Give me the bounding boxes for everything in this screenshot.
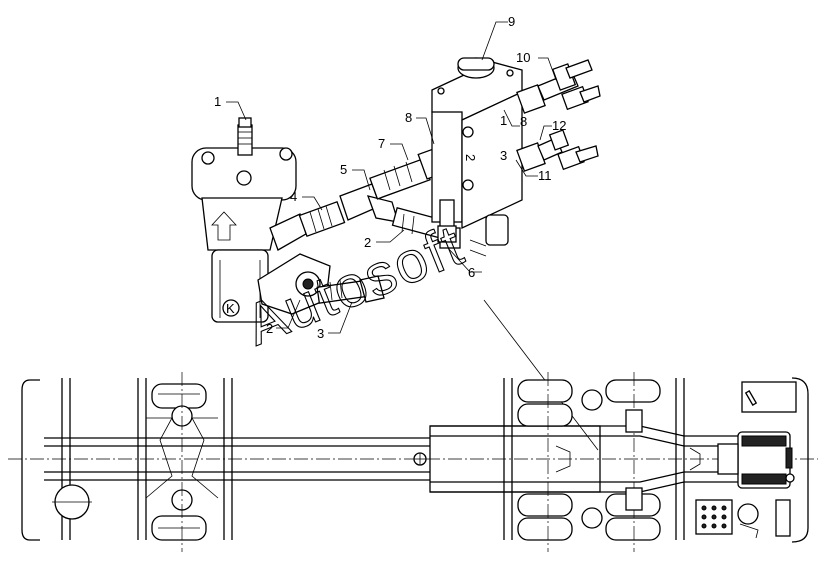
callout-10: 10 bbox=[516, 50, 530, 65]
callout-6: 6 bbox=[468, 265, 475, 280]
outlet-fittings bbox=[516, 59, 601, 172]
callout-5: 5 bbox=[340, 162, 347, 177]
port-mark-1: 1 bbox=[500, 113, 507, 128]
valve-assembly: K bbox=[191, 14, 601, 359]
solenoid-valve: 2 1 3 bbox=[431, 57, 523, 257]
callout-11: 11 bbox=[538, 168, 552, 183]
protection-valve: K bbox=[191, 117, 297, 323]
port-mark-3: 3 bbox=[500, 148, 507, 163]
port-mark-k: K bbox=[226, 301, 235, 316]
callout-2a: 2 bbox=[266, 321, 273, 336]
rear-wheels bbox=[517, 372, 661, 552]
callout-9: 9 bbox=[508, 14, 515, 29]
callout-7: 7 bbox=[378, 136, 385, 151]
callout-1: 1 bbox=[214, 94, 221, 109]
callout-8a: 8 bbox=[405, 110, 412, 125]
location-leader-line bbox=[483, 299, 599, 451]
callout-3: 3 bbox=[317, 326, 324, 341]
front-wheels bbox=[145, 372, 219, 552]
callout-2b: 2 bbox=[364, 235, 371, 250]
port-mark-2: 2 bbox=[463, 154, 478, 161]
callout-8b: 8 bbox=[520, 114, 527, 129]
callout-4: 4 bbox=[290, 189, 297, 204]
rear-components bbox=[689, 381, 797, 539]
callout-labels: 1 2 2 3 4 5 6 7 8 8 9 10 11 bbox=[214, 14, 566, 341]
chassis-plan-view bbox=[8, 372, 818, 552]
callout-12: 12 bbox=[552, 118, 566, 133]
